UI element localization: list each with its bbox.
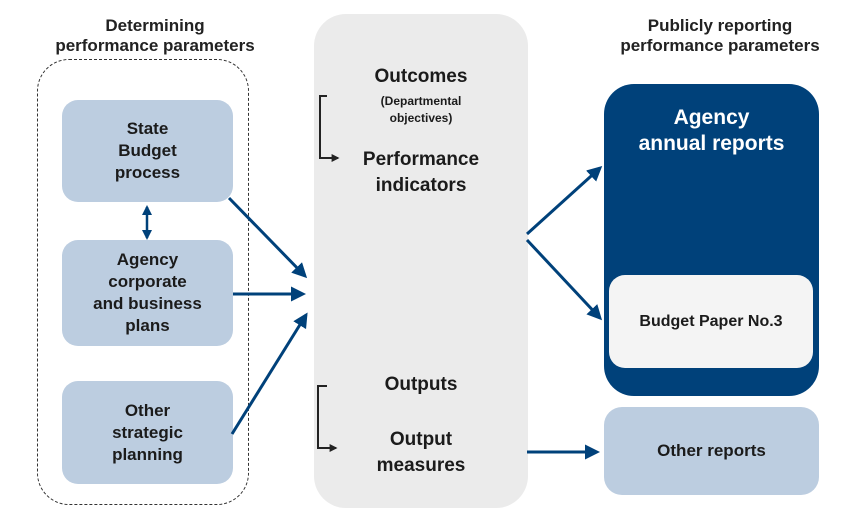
- arrow-other-strategic-to-central: [230, 312, 308, 435]
- central-column: [314, 14, 528, 508]
- output-measures-label: Output measures: [376, 429, 466, 476]
- arrow-state-budget-to-central: [227, 196, 308, 279]
- arrow-central-to-budget-paper: [525, 238, 603, 321]
- state-budget-process-label: State Budget process: [114, 119, 181, 182]
- bracket-outputs-to-measures: [317, 385, 338, 452]
- agency-corporate-plans-box: Agency corporate and business plans: [62, 240, 233, 346]
- other-strategic-planning-box: Other strategic planning: [62, 381, 233, 484]
- arrow-central-to-agency-reports: [525, 165, 603, 236]
- right-heading: Publicly reporting performance parameter…: [620, 16, 820, 55]
- agency-annual-reports-label: Agency annual reports: [638, 106, 785, 155]
- other-reports-label: Other reports: [657, 441, 766, 460]
- agency-corporate-plans-label: Agency corporate and business plans: [93, 250, 202, 335]
- budget-paper-label: Budget Paper No.3: [639, 312, 783, 330]
- outcomes-note: (Departmental objectives): [380, 94, 462, 125]
- determining-group-border: [37, 59, 249, 505]
- other-reports-box: Other reports: [604, 407, 819, 495]
- left-heading: Determining performance parameters: [55, 16, 255, 55]
- outcomes-label: Outcomes: [374, 66, 468, 87]
- outputs-label: Outputs: [384, 374, 458, 395]
- bracket-outcomes-to-indicators: [319, 95, 340, 162]
- budget-paper-box: Budget Paper No.3: [609, 275, 813, 368]
- state-budget-process-box: State Budget process: [62, 100, 233, 202]
- performance-indicators-label: Performance indicators: [362, 149, 480, 196]
- other-strategic-planning-label: Other strategic planning: [112, 400, 183, 464]
